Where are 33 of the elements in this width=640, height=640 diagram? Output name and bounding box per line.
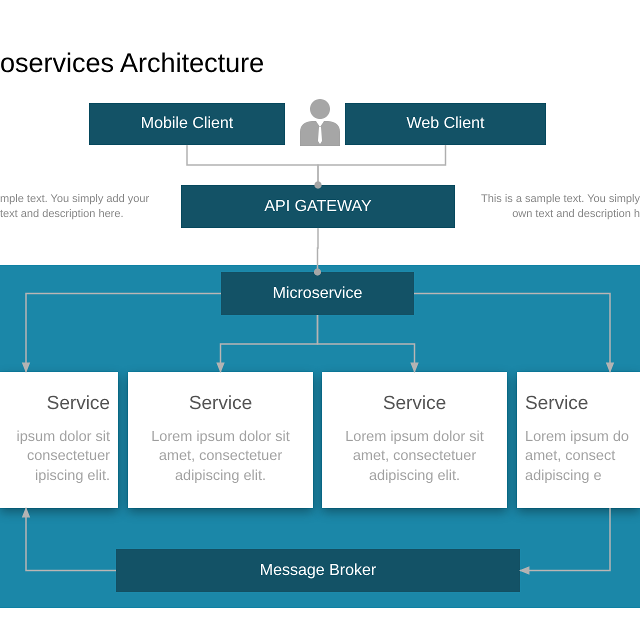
connector — [316, 315, 419, 374]
process-box — [181, 185, 455, 228]
box-label: Web Client — [406, 114, 484, 134]
card-heading: Service — [46, 392, 110, 416]
connector — [414, 292, 614, 374]
box-label: Mobile Client — [140, 114, 234, 134]
connector — [314, 145, 446, 189]
background-band — [0, 265, 640, 608]
service-card — [128, 372, 313, 508]
card-text: Lorem ipsum dolor sit amet, consectetuer adipiscing elit. — [344, 428, 485, 486]
box-label: API GATEWAY — [264, 196, 372, 216]
note-text: mple text. You simply add your text and description here. — [0, 192, 150, 222]
card-heading: Service — [525, 392, 588, 416]
card-heading: Service — [188, 392, 252, 416]
process-box — [116, 549, 520, 592]
process-box — [89, 103, 285, 145]
process-box — [221, 272, 414, 315]
service-card — [517, 372, 640, 508]
service-card — [0, 372, 118, 508]
connector — [22, 506, 116, 572]
box-label: Microservice — [272, 284, 362, 304]
card-text: Lorem ipsum dolor sit amet, consectetuer adipiscing elit. — [150, 428, 291, 486]
card-heading: Service — [382, 392, 446, 416]
note-text: This is a sample text. You simply own text and description h — [480, 192, 640, 222]
card-text: Lorem ipsum do amet, consect adipiscing e — [525, 428, 630, 486]
card-text: ipsum dolor sit consectetuer ipiscing elit. — [16, 428, 110, 486]
connector — [314, 228, 322, 276]
connector — [518, 508, 611, 575]
box-label: Message Broker — [260, 560, 376, 580]
title: oservices Architecture — [0, 47, 264, 80]
process-box — [345, 103, 546, 145]
service-card — [322, 372, 507, 508]
connector — [22, 292, 221, 374]
